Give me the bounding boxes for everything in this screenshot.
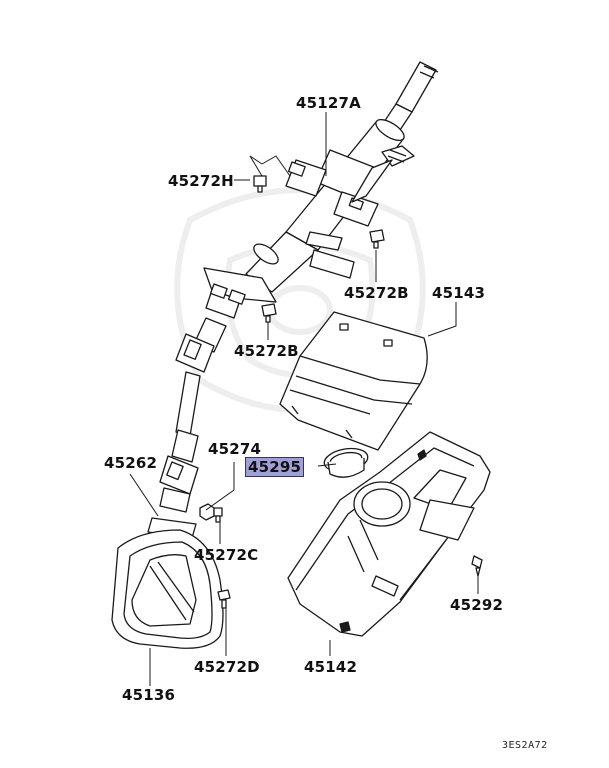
intermediate-shaft (159, 317, 227, 513)
screw-45272H (253, 175, 267, 193)
column-boot-45136 (111, 529, 224, 649)
label-45272B-top[interactable]: 45272B (344, 284, 409, 302)
label-45272D[interactable]: 45272D (194, 658, 260, 676)
label-45295-highlighted[interactable]: 45295 (244, 457, 305, 477)
screw-45272C (213, 507, 223, 523)
lower-cover-45142 (287, 431, 491, 637)
leader-lines (129, 112, 479, 686)
upper-cover-45143 (279, 311, 428, 451)
screw-45272B-mid (261, 303, 277, 323)
key-ring-45295 (323, 447, 369, 478)
screw-45272D (217, 589, 231, 609)
label-45136[interactable]: 45136 (122, 686, 176, 704)
diagram-code: 3ES2A72 (502, 740, 548, 751)
label-45262[interactable]: 45262 (104, 454, 158, 472)
label-45143[interactable]: 45143 (432, 284, 486, 302)
label-45272C[interactable]: 45272C (194, 546, 259, 564)
label-45127A[interactable]: 45127A (296, 94, 361, 112)
screw-45292 (471, 555, 483, 577)
label-45272B-mid[interactable]: 45272B (234, 342, 299, 360)
label-45274[interactable]: 45274 (208, 440, 262, 458)
screw-45272B-top (369, 229, 385, 249)
label-45272H[interactable]: 45272H (168, 172, 234, 190)
steering-column-45127A (203, 61, 439, 319)
label-45142[interactable]: 45142 (304, 658, 358, 676)
label-45292[interactable]: 45292 (450, 596, 504, 614)
